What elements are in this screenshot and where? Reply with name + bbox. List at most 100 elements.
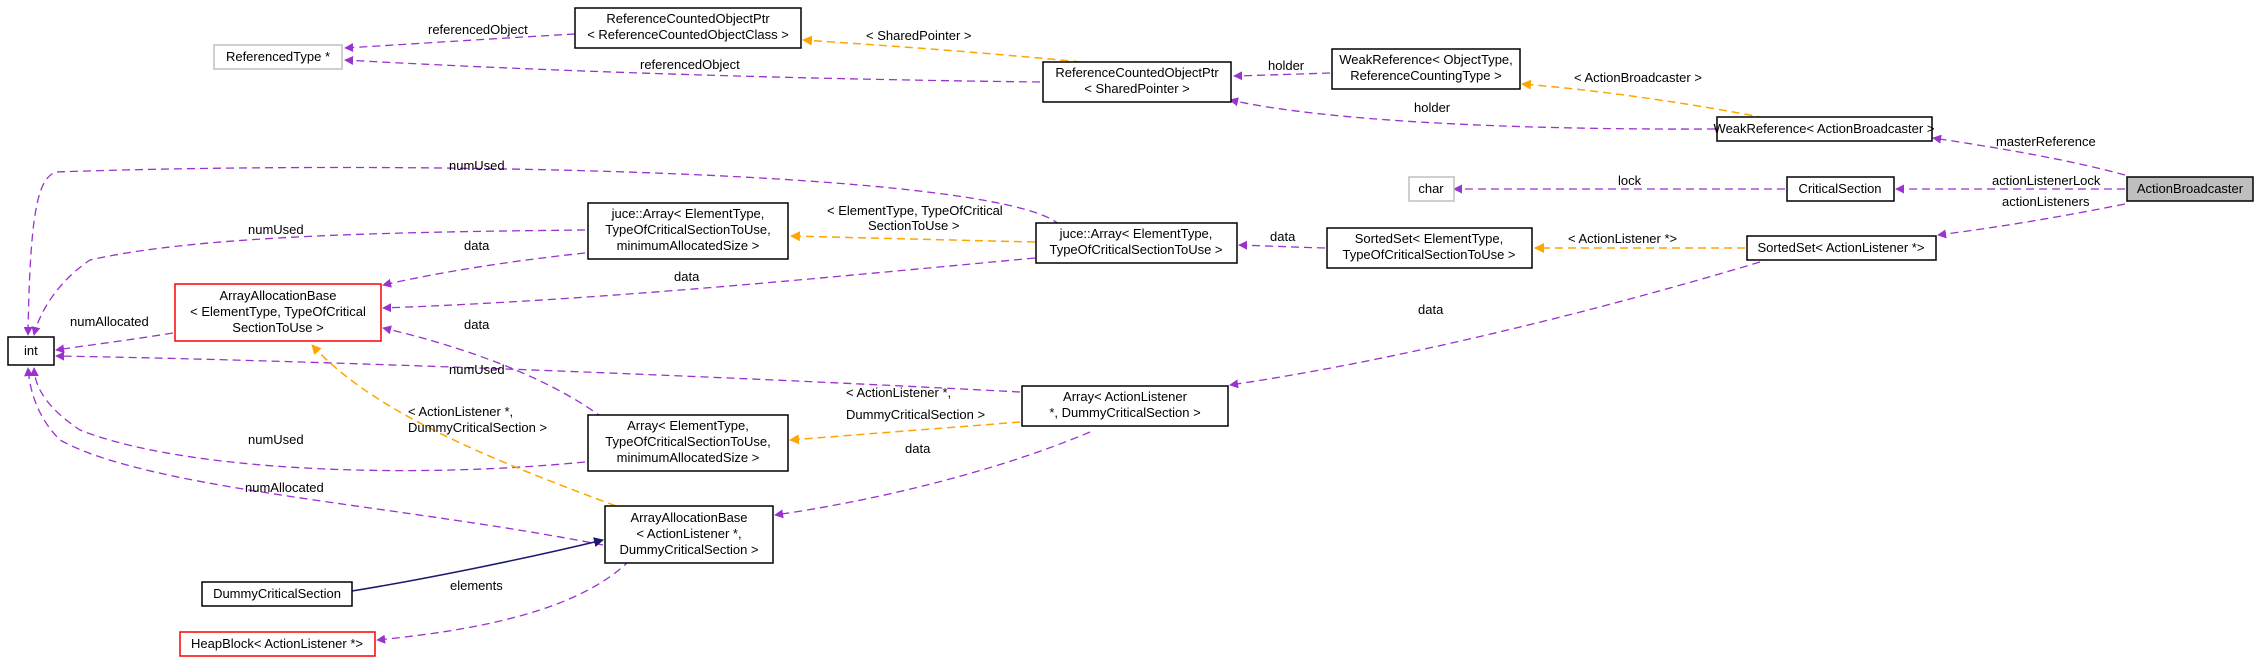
node-sortedset-al[interactable]: SortedSet< ActionListener *> xyxy=(1746,235,1937,261)
label-numallocated-2: numAllocated xyxy=(245,480,324,495)
node-referencedtype-label: ReferencedType * xyxy=(226,49,330,64)
edge-numallocated-2 xyxy=(24,367,604,546)
node-array-min-line0: Array< ElementType, xyxy=(627,418,749,433)
edges xyxy=(23,33,2126,644)
edge-numused-left xyxy=(31,229,586,336)
node-aab-al-line0: ArrayAllocationBase xyxy=(630,510,747,525)
node-referencedtype[interactable]: ReferencedType * xyxy=(213,44,343,70)
edge-dummy-cs-inheritance xyxy=(351,537,604,592)
node-weakref-generic-line1: ReferenceCountingType > xyxy=(1350,68,1501,83)
edge-numused-array-al xyxy=(55,351,1021,393)
label-lock: lock xyxy=(1618,173,1642,188)
label-referencedobject-1: referencedObject xyxy=(428,22,528,37)
node-rcop-shared-line1: < SharedPointer > xyxy=(1084,81,1190,96)
edge-numused-top xyxy=(23,166,1061,336)
node-actionbroadcaster-label: ActionBroadcaster xyxy=(2137,181,2244,196)
node-juce-array-min[interactable]: juce::Array< ElementType, TypeOfCritical… xyxy=(587,202,789,260)
node-weakref-generic-line0: WeakReference< ObjectType, xyxy=(1339,52,1513,67)
node-array-al-line1: *, DummyCriticalSection > xyxy=(1049,405,1200,420)
node-array-min-line2: minimumAllocatedSize > xyxy=(617,450,760,465)
label-numallocated-1: numAllocated xyxy=(70,314,149,329)
node-actionbroadcaster[interactable]: ActionBroadcaster xyxy=(2126,176,2254,202)
node-sortedset-generic-line1: TypeOfCriticalSectionToUse > xyxy=(1342,247,1515,262)
edge-rcop-class-referencedobject xyxy=(344,33,576,53)
edge-data-aab-array-min xyxy=(382,325,641,456)
node-aab-generic-line1: < ElementType, TypeOfCritical xyxy=(190,304,366,319)
edge-data-juce-min xyxy=(382,252,586,288)
edge-numused-array-min xyxy=(29,367,586,472)
edge-elements xyxy=(376,559,631,644)
node-char-label: char xyxy=(1418,181,1444,196)
node-juce-array-min-line1: TypeOfCriticalSectionToUse, xyxy=(605,222,770,237)
edge-elementtype-template xyxy=(790,231,1036,243)
label-data-juce-array: data xyxy=(674,269,700,284)
edge-actionbroadcaster-template xyxy=(1521,79,1766,119)
label-actionlistenerlock: actionListenerLock xyxy=(1992,173,2101,188)
label-holder-2: holder xyxy=(1414,100,1451,115)
node-weakref-generic[interactable]: WeakReference< ObjectType, ReferenceCoun… xyxy=(1331,48,1521,90)
node-aab-al[interactable]: ArrayAllocationBase < ActionListener *, … xyxy=(604,505,774,564)
node-juce-array-min-line2: minimumAllocatedSize > xyxy=(617,238,760,253)
label-aldummy2-line0: < ActionListener *, xyxy=(408,404,513,419)
node-array-al[interactable]: Array< ActionListener *, DummyCriticalSe… xyxy=(1021,385,1229,427)
node-sortedset-generic-line0: SortedSet< ElementType, xyxy=(1355,231,1504,246)
label-numused-array-al: numUsed xyxy=(449,362,505,377)
edge-labels: referencedObject referencedObject < Shar… xyxy=(70,22,2101,593)
label-masterreference: masterReference xyxy=(1996,134,2096,149)
label-sharedpointer: < SharedPointer > xyxy=(866,28,972,43)
edge-data-array-al xyxy=(1229,261,1761,389)
label-actionbroadcaster: < ActionBroadcaster > xyxy=(1574,70,1702,85)
label-holder-1: holder xyxy=(1268,58,1305,73)
edge-data-juce-array xyxy=(382,257,1036,313)
label-data-aab-array-min: data xyxy=(464,317,490,332)
node-juce-array-line1: TypeOfCriticalSectionToUse > xyxy=(1049,242,1222,257)
label-numused-array-min: numUsed xyxy=(248,432,304,447)
node-juce-array[interactable]: juce::Array< ElementType, TypeOfCritical… xyxy=(1035,222,1238,264)
node-weakref-ab-label: WeakReference< ActionBroadcaster > xyxy=(1714,121,1935,136)
node-char[interactable]: char xyxy=(1408,176,1455,202)
node-rcop-shared-line0: ReferenceCountedObjectPtr xyxy=(1055,65,1219,80)
node-juce-array-line0: juce::Array< ElementType, xyxy=(1059,226,1213,241)
label-elemtype-line0: < ElementType, TypeOfCritical xyxy=(827,203,1003,218)
edge-al-dummy-template-2 xyxy=(311,344,641,516)
node-int[interactable]: int xyxy=(7,336,55,366)
nodes: ReferencedType * ReferenceCountedObjectP… xyxy=(7,7,2254,657)
edge-data-sortedset xyxy=(1238,240,1326,250)
edge-holder-1 xyxy=(1233,71,1331,81)
label-actionlisteners: actionListeners xyxy=(2002,194,2090,209)
node-int-label: int xyxy=(24,343,38,358)
label-aldummy1-line1: DummyCriticalSection > xyxy=(846,407,985,422)
label-elements: elements xyxy=(450,578,503,593)
label-actionlistener: < ActionListener *> xyxy=(1568,231,1677,246)
edge-actionlisteners xyxy=(1937,203,2126,239)
node-aab-al-line1: < ActionListener *, xyxy=(636,526,741,541)
node-rcop-shared[interactable]: ReferenceCountedObjectPtr < SharedPointe… xyxy=(1042,61,1232,103)
label-numused-top: numUsed xyxy=(449,158,505,173)
node-heapblock[interactable]: HeapBlock< ActionListener *> xyxy=(179,631,376,657)
node-dummycriticalsection[interactable]: DummyCriticalSection xyxy=(201,581,353,607)
node-array-min[interactable]: Array< ElementType, TypeOfCriticalSectio… xyxy=(587,414,789,472)
node-criticalsection-label: CriticalSection xyxy=(1798,181,1881,196)
node-array-al-line0: Array< ActionListener xyxy=(1063,389,1188,404)
label-data-sortedset: data xyxy=(1270,229,1296,244)
node-aab-generic[interactable]: ArrayAllocationBase < ElementType, TypeO… xyxy=(174,283,382,342)
node-criticalsection[interactable]: CriticalSection xyxy=(1786,176,1895,202)
node-juce-array-min-line0: juce::Array< ElementType, xyxy=(611,206,765,221)
label-data-aab-al: data xyxy=(905,441,931,456)
node-rcop-class-line0: ReferenceCountedObjectPtr xyxy=(606,11,770,26)
label-data-array-al: data xyxy=(1418,302,1444,317)
node-rcop-class-line1: < ReferenceCountedObjectClass > xyxy=(587,27,789,42)
node-aab-generic-line2: SectionToUse > xyxy=(232,320,323,335)
node-sortedset-generic[interactable]: SortedSet< ElementType, TypeOfCriticalSe… xyxy=(1326,227,1533,269)
label-aldummy1-line0: < ActionListener *, xyxy=(846,385,951,400)
edge-rcop-shared-referencedobject xyxy=(344,55,1041,83)
node-weakref-ab[interactable]: WeakReference< ActionBroadcaster > xyxy=(1714,116,1935,142)
node-aab-al-line2: DummyCriticalSection > xyxy=(619,542,758,557)
node-rcop-class[interactable]: ReferenceCountedObjectPtr < ReferenceCou… xyxy=(574,7,802,49)
edge-data-aab-al xyxy=(774,431,1091,519)
node-aab-generic-line0: ArrayAllocationBase xyxy=(219,288,336,303)
edge-numallocated-1 xyxy=(55,332,174,354)
edge-holder-2 xyxy=(1229,97,1716,130)
label-aldummy2-line1: DummyCriticalSection > xyxy=(408,420,547,435)
